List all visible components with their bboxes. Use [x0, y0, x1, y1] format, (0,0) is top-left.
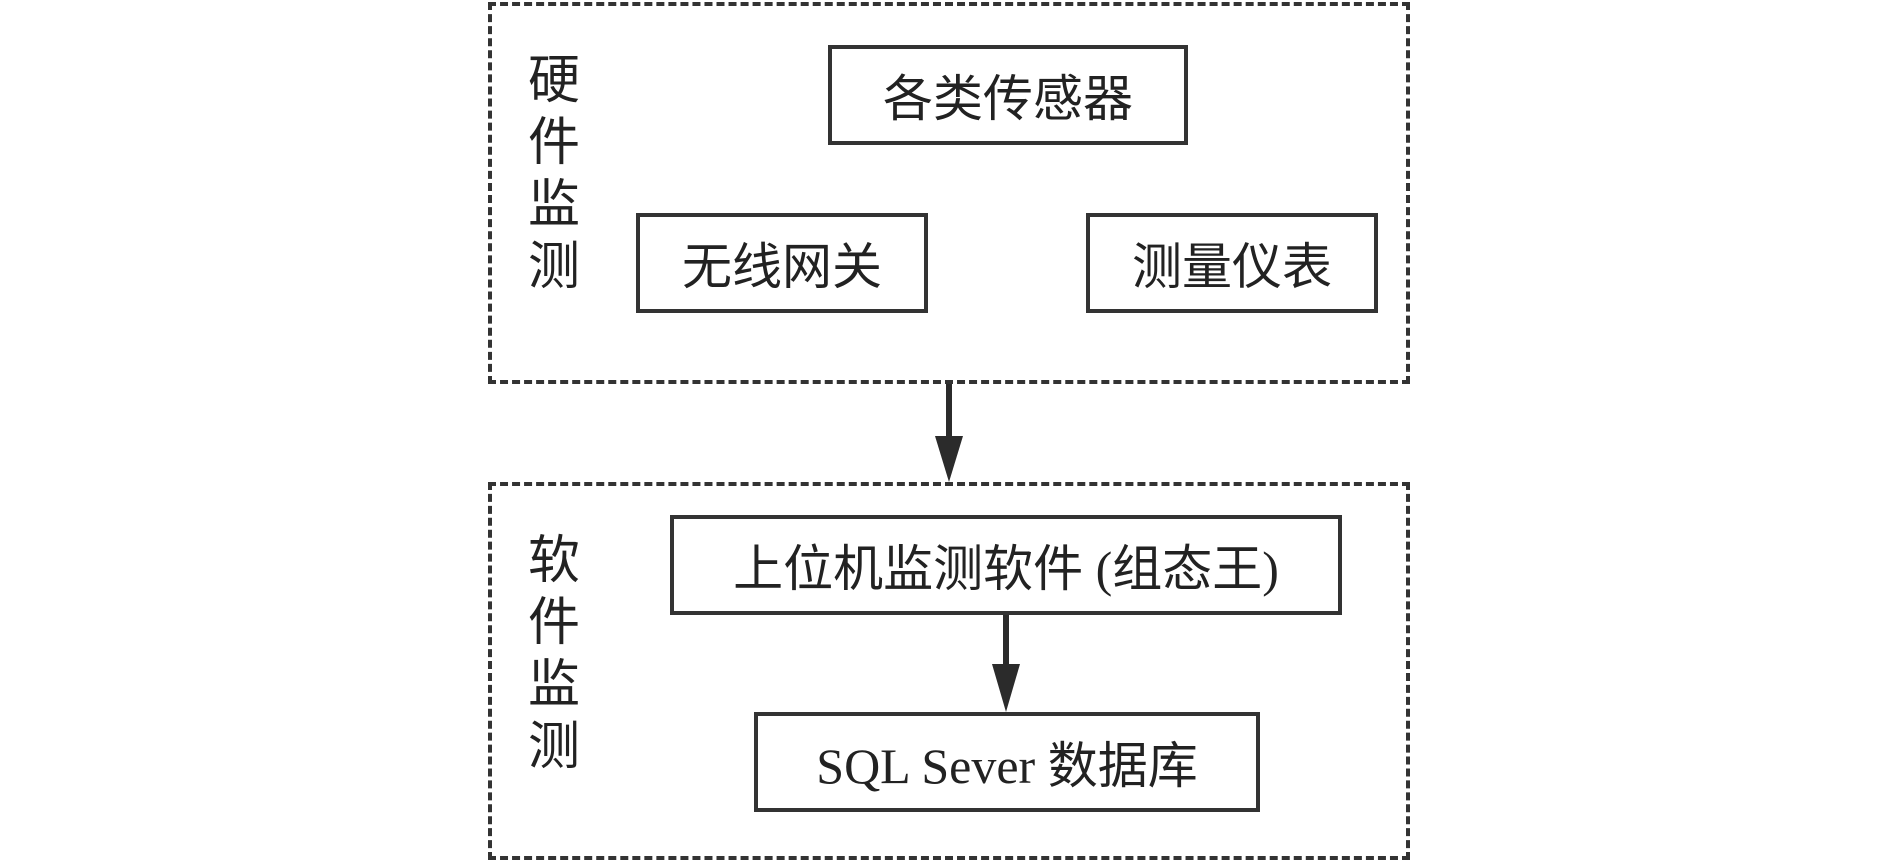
- hardware-label-char-4: 测: [527, 237, 580, 297]
- sensors-label: 各类传感器: [883, 70, 1133, 128]
- sql-server-database-label: SQL Sever 数据库: [816, 738, 1198, 794]
- hardware-monitoring-group: [488, 2, 1410, 384]
- sensors-node: 各类传感器: [828, 45, 1188, 145]
- software-label-char-1: 软: [527, 531, 580, 591]
- sql-server-database-node: SQL Sever 数据库: [754, 712, 1260, 812]
- software-label-char-3: 监: [527, 655, 580, 715]
- wireless-gateway-node: 无线网关: [636, 213, 928, 313]
- hardware-to-software-arrow: [935, 384, 963, 482]
- hardware-label-char-1: 硬: [527, 51, 580, 111]
- wireless-gateway-label: 无线网关: [682, 238, 882, 296]
- software-label-char-4: 测: [527, 717, 580, 777]
- software-to-database-arrow: [992, 615, 1020, 712]
- hardware-label-char-2: 件: [527, 113, 580, 173]
- host-monitoring-software-label: 上位机监测软件 (组态王): [733, 541, 1279, 597]
- measuring-instruments-label: 测量仪表: [1132, 238, 1332, 296]
- software-label-char-2: 件: [527, 593, 580, 653]
- software-monitoring-group: [488, 482, 1410, 860]
- hardware-label-char-3: 监: [527, 175, 580, 235]
- hardware-monitoring-label: 硬 件 监 测: [524, 50, 584, 298]
- measuring-instruments-node: 测量仪表: [1086, 213, 1378, 313]
- software-monitoring-label: 软 件 监 测: [524, 530, 584, 778]
- host-monitoring-software-node: 上位机监测软件 (组态王): [670, 515, 1342, 615]
